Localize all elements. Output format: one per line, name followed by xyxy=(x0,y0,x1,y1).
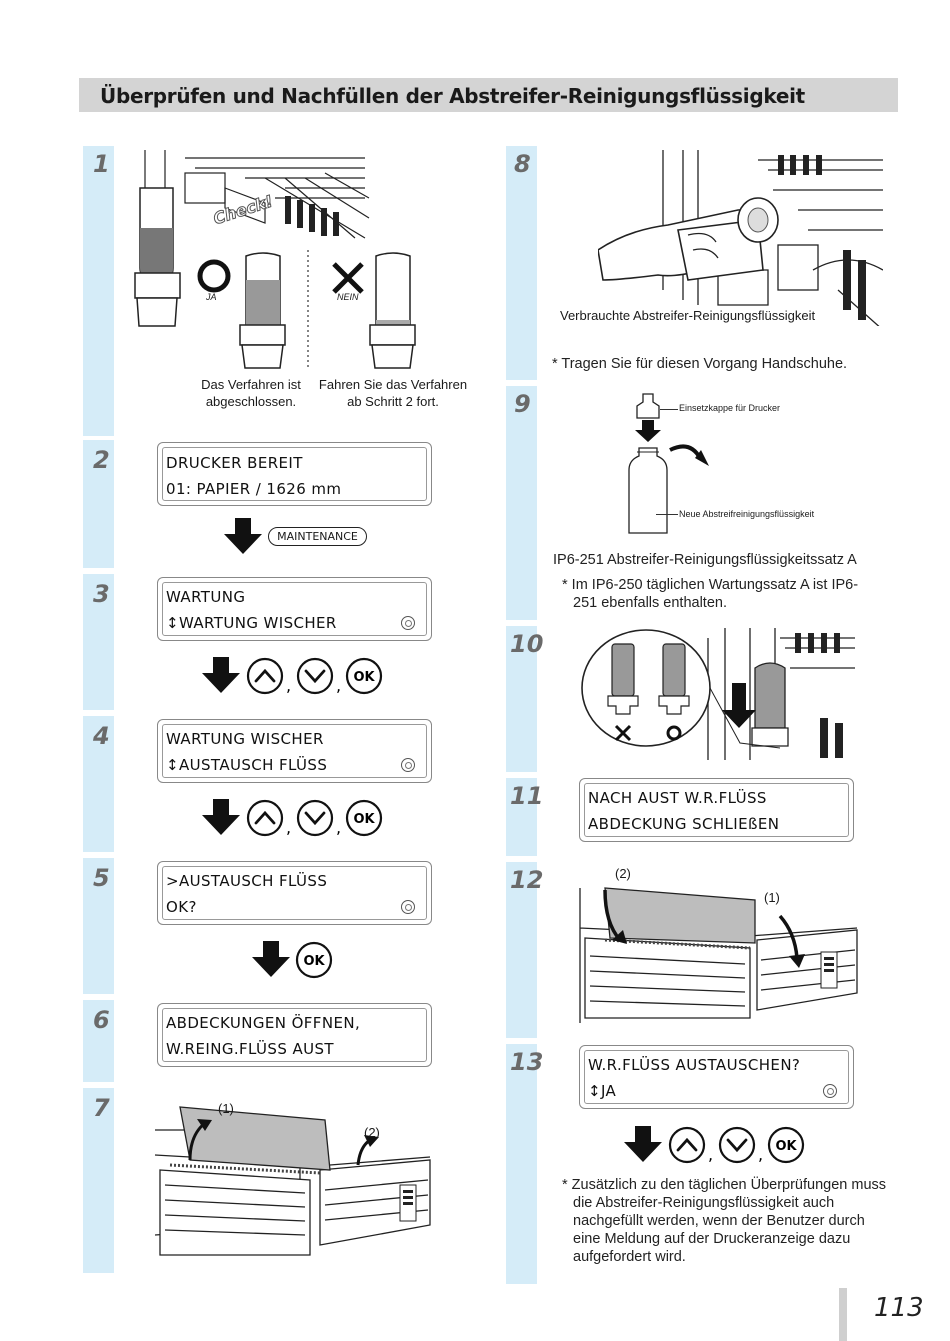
up-key-icon[interactable] xyxy=(670,1128,704,1162)
down-arrow-icon xyxy=(624,1126,662,1162)
down-arrow-icon xyxy=(635,420,661,442)
maintenance-key[interactable]: MAINTENANCE xyxy=(268,527,367,546)
step-number: 7 xyxy=(93,1094,110,1122)
step-number: 4 xyxy=(93,722,110,750)
ok-key-label: OK xyxy=(775,1139,797,1154)
up-key-icon[interactable] xyxy=(248,801,282,835)
refill-note: * Zusätzlich zu den täglichen Überprüfun… xyxy=(562,1176,895,1266)
step-number: 2 xyxy=(93,446,110,474)
caption-complete: Das Verfahren ist abgeschlossen. xyxy=(196,376,306,410)
svg-text:,: , xyxy=(286,818,291,837)
lcd-display: WARTUNG ↕WARTUNG WISCHER xyxy=(157,577,432,641)
step-band-8 xyxy=(506,146,537,380)
down-arrow-icon xyxy=(722,683,756,728)
down-key-icon[interactable] xyxy=(298,801,332,835)
step-number: 3 xyxy=(93,580,110,608)
ok-key-label: OK xyxy=(353,670,375,685)
step-number: 11 xyxy=(510,782,543,810)
down-arrow-icon xyxy=(252,941,290,977)
step7-printer-open-illustration xyxy=(150,1095,440,1260)
up-key-icon[interactable] xyxy=(248,659,282,693)
cap-label: Einsetzkappe für Drucker xyxy=(679,403,780,413)
step-band-13 xyxy=(506,1044,537,1284)
step-number: 9 xyxy=(514,390,531,418)
step-number: 1 xyxy=(93,150,110,178)
svg-text:,: , xyxy=(286,676,291,695)
kit-note: * Im IP6-250 täglichen Wartungssatz A is… xyxy=(562,576,881,612)
step10-insert-bottle-illustration xyxy=(580,628,855,760)
page-number-bar xyxy=(839,1288,847,1341)
page-number: 113 xyxy=(874,1293,924,1323)
step-number: 5 xyxy=(93,864,110,892)
lcd-line-1: WARTUNG xyxy=(166,588,245,606)
lcd-line-2: ↕JA xyxy=(588,1082,616,1100)
down-key-icon[interactable] xyxy=(720,1128,754,1162)
lcd-line-1: >AUSTAUSCH FLÜSS xyxy=(166,872,327,890)
lcd-display: ABDECKUNGEN ÖFFNEN, W.REING.FLÜSS AUST xyxy=(157,1003,432,1067)
lcd-line-2: W.REING.FLÜSS AUST xyxy=(166,1040,334,1058)
lcd-display: DRUCKER BEREIT 01: PAPIER / 1626 mm xyxy=(157,442,432,506)
knob-icon xyxy=(401,758,415,772)
nein-label: NEIN xyxy=(337,292,359,302)
step-number: 13 xyxy=(510,1048,543,1076)
knob-icon xyxy=(401,900,415,914)
key-sequence-up-down-ok: , , OK xyxy=(624,1126,809,1166)
step-number: 6 xyxy=(93,1006,110,1034)
lcd-line-1: DRUCKER BEREIT xyxy=(166,454,303,472)
down-key-icon[interactable] xyxy=(298,659,332,693)
knob-icon xyxy=(823,1084,837,1098)
step12-printer-close-illustration xyxy=(575,868,860,1028)
leader-line xyxy=(656,514,678,515)
ja-label: JA xyxy=(206,292,217,302)
svg-text:,: , xyxy=(758,1145,763,1164)
callout-1: (1) xyxy=(764,889,780,906)
caption-continue: Fahren Sie das Verfahren ab Schritt 2 fo… xyxy=(318,376,468,410)
lcd-line-2: 01: PAPIER / 1626 mm xyxy=(166,480,341,498)
callout-2: (2) xyxy=(364,1124,380,1141)
lcd-display: WARTUNG WISCHER ↕AUSTAUSCH FLÜSS xyxy=(157,719,432,783)
fluid-bottle-icon xyxy=(629,448,667,533)
step1-bottles xyxy=(190,250,475,370)
key-sequence-up-down-ok: , , OK xyxy=(202,799,387,839)
down-arrow-icon xyxy=(202,657,240,693)
lcd-line-2: ↕WARTUNG WISCHER xyxy=(166,614,337,632)
kit-name: IP6-251 Abstreifer-Reinigungsflüssigkeit… xyxy=(553,551,857,569)
lcd-line-1: WARTUNG WISCHER xyxy=(166,730,324,748)
lcd-line-1: ABDECKUNGEN ÖFFNEN, xyxy=(166,1014,360,1032)
key-sequence-ok: OK xyxy=(252,941,337,981)
svg-text:,: , xyxy=(336,818,341,837)
step-number: 12 xyxy=(510,866,543,894)
callout-2: (2) xyxy=(615,865,631,882)
bottle-label: Neue Abstreifreinigungsflüssigkeit xyxy=(679,509,814,519)
down-arrow-icon xyxy=(202,799,240,835)
lcd-line-2: ABDECKUNG SCHLIEßEN xyxy=(588,815,779,833)
printer-cap-icon xyxy=(637,394,659,418)
key-sequence-up-down-ok: , , OK xyxy=(202,657,387,697)
ok-key-label: OK xyxy=(303,954,325,969)
leader-line xyxy=(660,409,678,410)
down-arrow-icon xyxy=(224,518,262,554)
ok-key-label: OK xyxy=(353,812,375,827)
callout-1: (1) xyxy=(218,1100,234,1117)
detail-circle xyxy=(582,630,710,746)
lcd-line-2: OK? xyxy=(166,898,197,916)
lcd-line-1: NACH AUST W.R.FLÜSS xyxy=(588,789,767,807)
used-fluid-caption: Verbrauchte Abstreifer-Reinigungsflüssig… xyxy=(557,307,818,324)
gloves-note: * Tragen Sie für diesen Vorgang Handschu… xyxy=(552,355,847,373)
step-number: 10 xyxy=(510,630,543,658)
lcd-display: W.R.FLÜSS AUSTAUSCHEN? ↕JA xyxy=(579,1045,854,1109)
lcd-line-1: W.R.FLÜSS AUSTAUSCHEN? xyxy=(588,1056,800,1074)
page-title: Überprüfen und Nachfüllen der Abstreifer… xyxy=(100,84,805,108)
step-band-1 xyxy=(83,146,114,436)
lcd-line-2: ↕AUSTAUSCH FLÜSS xyxy=(166,756,327,774)
svg-text:,: , xyxy=(708,1145,713,1164)
knob-icon xyxy=(401,616,415,630)
step-number: 8 xyxy=(514,150,531,178)
step-band-9 xyxy=(506,386,537,620)
svg-text:,: , xyxy=(336,676,341,695)
lcd-display: NACH AUST W.R.FLÜSS ABDECKUNG SCHLIEßEN xyxy=(579,778,854,842)
lcd-display: >AUSTAUSCH FLÜSS OK? xyxy=(157,861,432,925)
